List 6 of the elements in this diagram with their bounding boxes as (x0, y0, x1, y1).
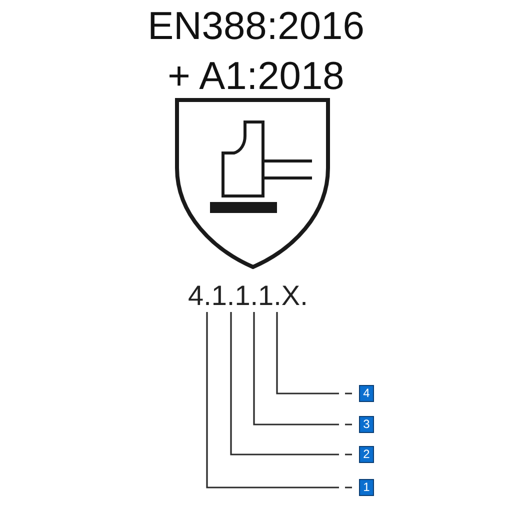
callout-number: 1 (359, 479, 374, 496)
callout-number: 4 (359, 385, 374, 402)
callout-number: 2 (359, 446, 374, 463)
title: EN388:2016 + A1:2018 (146, 4, 366, 100)
callout-number: 3 (359, 416, 374, 433)
code-text: 4.1.1.1.X. (188, 280, 308, 312)
